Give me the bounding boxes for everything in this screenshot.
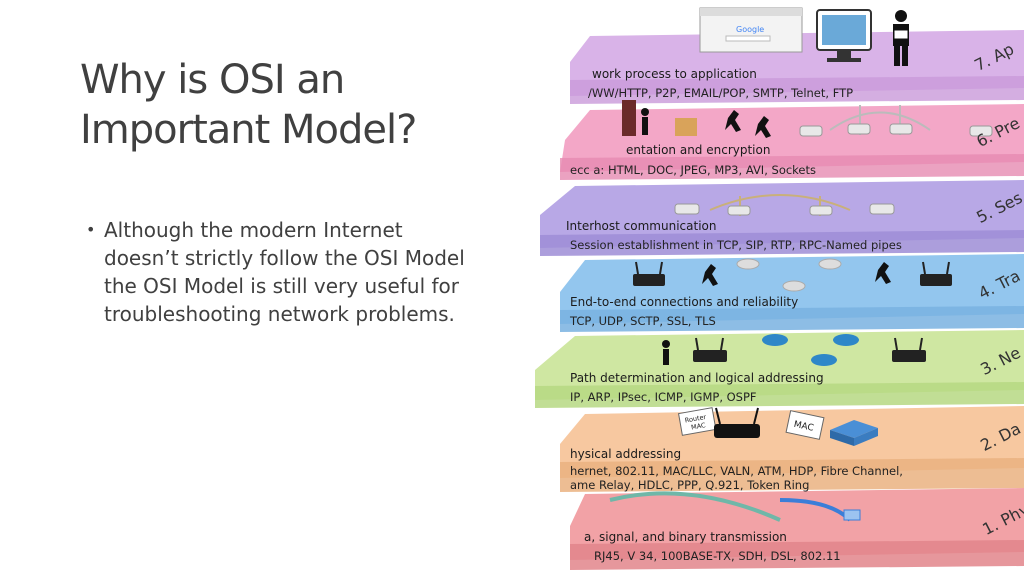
layer-6-protocols: ecc a: HTML, DOC, JPEG, MP3, AVI, Socket… xyxy=(570,163,816,177)
layer-2-band xyxy=(560,406,1024,492)
layer-6-illustrations xyxy=(622,100,993,138)
layer-1-band xyxy=(570,488,1024,570)
layer-7-band xyxy=(570,30,1024,104)
layer-3-protocols: IP, ARP, IPsec, ICMP, IGMP, OSPF xyxy=(570,390,757,404)
bullet-item: Although the modern Internet doesn’t str… xyxy=(86,216,466,328)
layer-5-band xyxy=(540,180,1024,256)
router-mac-tag-line1: Router xyxy=(684,413,707,425)
bullet-list: Although the modern Internet doesn’t str… xyxy=(86,216,466,328)
osi-stack-graphic: Google xyxy=(535,7,1024,570)
layer-1-description: a, signal, and binary transmission xyxy=(584,530,787,544)
layer-2-protocols-line2: ame Relay, HDLC, PPP, Q.921, Token Ring xyxy=(570,478,810,492)
title-line-2: Important Model? xyxy=(80,107,417,153)
layer-4-illustrations xyxy=(633,258,952,292)
layer-6-description: entation and encryption xyxy=(626,143,771,157)
layer-1-protocols: RJ45, V 34, 100BASE-TX, SDH, DSL, 802.11 xyxy=(594,549,841,563)
layer-4-description: End-to-end connections and reliability xyxy=(570,295,799,309)
layer-2-illustrations: Router MAC MAC xyxy=(677,407,878,446)
router-mac-tag-line2: MAC xyxy=(690,421,706,431)
title-line-1: Why is OSI an xyxy=(80,57,345,103)
person-envelope-icon xyxy=(893,10,909,66)
layer-3-illustrations xyxy=(662,334,926,366)
layer-1-cables xyxy=(609,491,861,522)
mac-tag: MAC xyxy=(793,420,815,434)
layer-2-description: hysical addressing xyxy=(570,447,682,461)
layer-5-description: Interhost communication xyxy=(566,219,717,233)
layer-4-protocols: TCP, UDP, SCTP, SSL, TLS xyxy=(570,314,716,328)
layer-3-band xyxy=(535,330,1024,408)
monitor-icon xyxy=(816,9,872,62)
layer-7-protocols: /WW/HTTP, P2P, EMAIL/POP, SMTP, Telnet, … xyxy=(588,86,854,100)
layer-2-protocols-line1: hernet, 802.11, MAC/LLC, VALN, ATM, HDP,… xyxy=(570,464,903,478)
layer-5-protocols: Session establishment in TCP, SIP, RTP, … xyxy=(570,238,902,252)
layer-7-description: work process to application xyxy=(592,67,757,81)
layer-3-description: Path determination and logical addressin… xyxy=(570,371,824,385)
slide-title: Why is OSI an Important Model? xyxy=(80,55,520,155)
browser-window-icon: Google xyxy=(699,7,803,53)
osi-layers-illustration: Google xyxy=(530,0,1024,576)
layer-5-illustrations xyxy=(674,194,895,216)
google-logo-text: Google xyxy=(736,25,764,34)
